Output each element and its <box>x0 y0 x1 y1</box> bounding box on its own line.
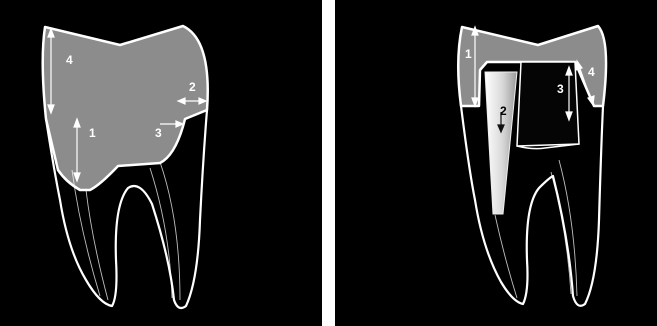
right-canal-3 <box>551 172 571 294</box>
left-canal-3 <box>160 162 180 300</box>
right-label-4: 4 <box>588 65 595 79</box>
right-canal-1 <box>495 215 517 298</box>
right-label-3: 3 <box>557 82 564 96</box>
left-label-2: 2 <box>189 80 196 94</box>
right-canal-2 <box>559 160 577 296</box>
left-label-1: 1 <box>89 126 96 140</box>
right-label-1: 1 <box>465 47 472 61</box>
right-panel: 1 2 3 4 <box>335 0 657 326</box>
left-label-3: 3 <box>155 126 162 140</box>
left-tooth-diagram: 4 1 2 3 <box>0 0 322 326</box>
left-label-4: 4 <box>66 53 73 67</box>
right-post <box>485 72 517 214</box>
left-restoration <box>43 26 208 190</box>
left-panel: 4 1 2 3 <box>0 0 322 326</box>
right-tooth-diagram: 1 2 3 4 <box>335 0 657 326</box>
right-label-2: 2 <box>500 104 507 118</box>
